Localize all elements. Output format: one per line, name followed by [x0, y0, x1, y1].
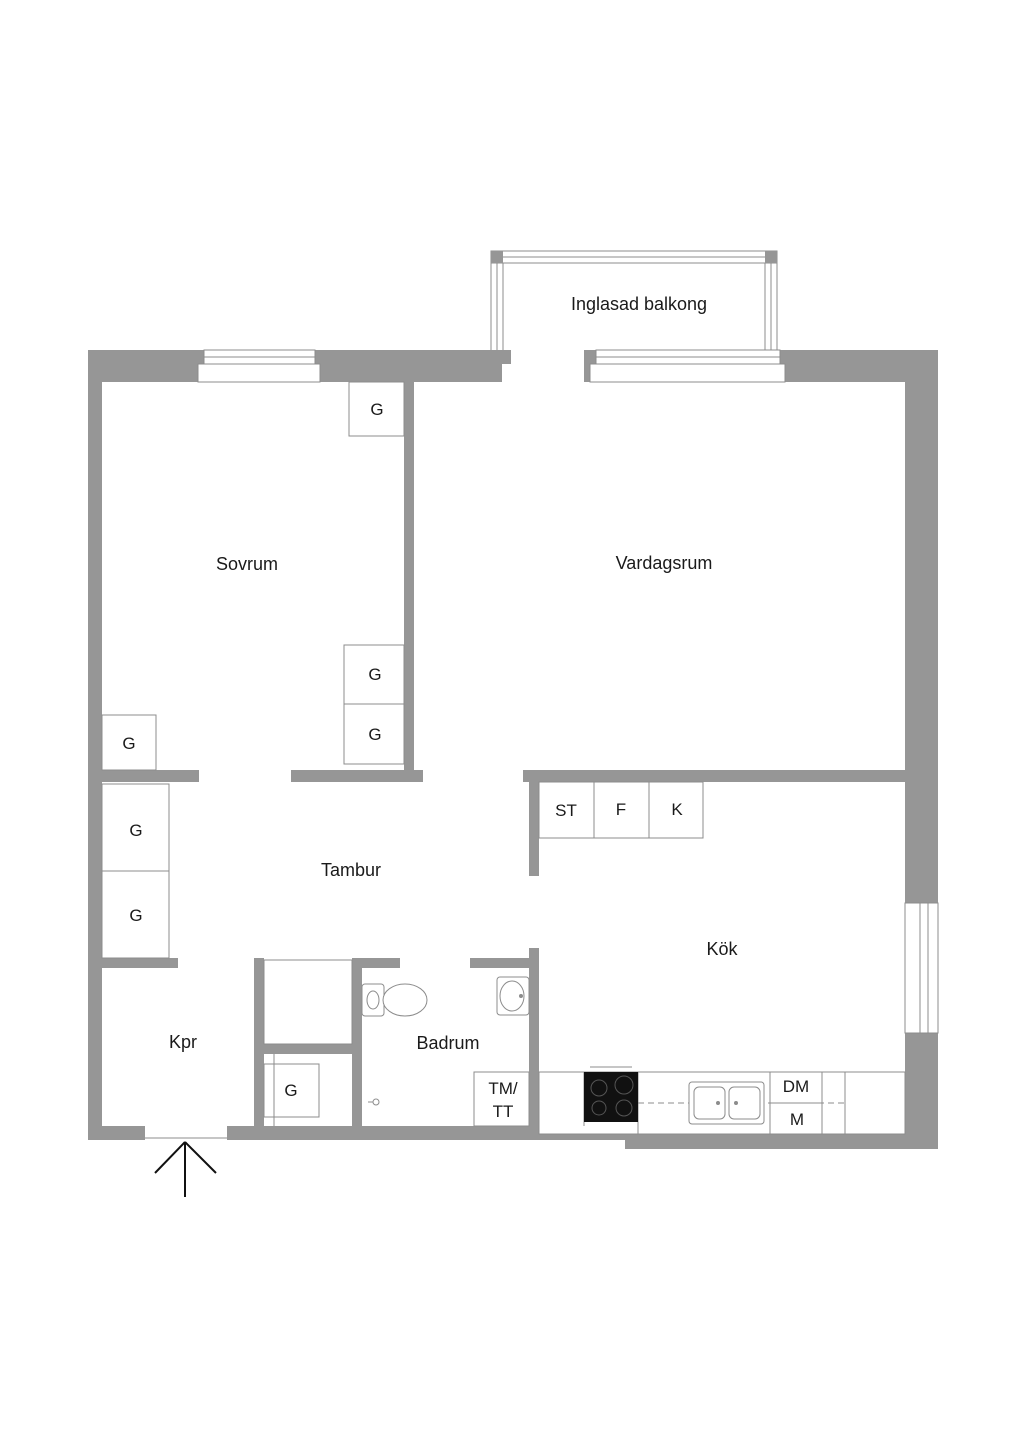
balcony-post-right — [765, 251, 777, 263]
wall-bath-kitchen — [529, 948, 539, 1126]
wall-top-1 — [88, 350, 204, 382]
wall-bottom-3 — [625, 1134, 938, 1149]
wall-bath-left — [352, 958, 362, 1126]
kitchen-counter: DM M — [538, 1066, 906, 1135]
hob — [584, 1072, 638, 1122]
wall-bedroom-bottom-right — [291, 770, 423, 782]
wardrobe-bedroom-mid-2 — [343, 703, 405, 765]
wall-left — [88, 350, 102, 1140]
wall-bottom-2 — [227, 1126, 625, 1140]
entry-arrow-icon — [154, 1141, 217, 1197]
wall-storage-top — [264, 1044, 362, 1054]
wall-bedroom-living — [404, 382, 414, 770]
wardrobe-label: G — [368, 725, 381, 744]
washer-label-line1: TM/ — [488, 1079, 518, 1098]
washer-label-line2: TT — [493, 1102, 514, 1121]
wardrobe-label: G — [129, 821, 142, 840]
wardrobe-label: G — [129, 906, 142, 925]
wardrobes: G G G G G G G — [101, 381, 405, 1126]
room-label-kitchen: Kök — [706, 939, 738, 959]
outer-walls — [88, 350, 938, 1149]
toilet-bowl — [382, 983, 428, 1017]
interior-walls — [102, 382, 905, 1126]
room-label-hall: Tambur — [321, 860, 381, 880]
balcony-post-left — [491, 251, 503, 263]
wardrobe-hall-2 — [101, 870, 170, 959]
freezer-label: F — [616, 800, 626, 819]
wardrobe-hall-1 — [101, 783, 170, 872]
freezer — [593, 781, 650, 839]
windows — [197, 349, 939, 1034]
wardrobe-storage — [263, 1063, 320, 1118]
wall-bedroom-bottom-left — [102, 770, 199, 782]
washer-dryer — [473, 1071, 530, 1127]
wall-top-2b — [320, 350, 502, 382]
wardrobe-bedroom-left — [101, 714, 157, 771]
wall-bath-top-left — [362, 958, 400, 968]
dishwasher-label: DM — [783, 1077, 809, 1096]
balcony — [490, 250, 778, 350]
room-label-living: Vardagsrum — [616, 553, 713, 573]
kitchen-tall-units: ST F K — [538, 781, 704, 839]
fridge-label: K — [671, 800, 683, 819]
room-label-bathroom: Badrum — [416, 1033, 479, 1053]
storage-box — [263, 959, 353, 1045]
room-labels: Inglasad balkong Sovrum Vardagsrum Tambu… — [169, 294, 739, 1053]
wardrobe-bedroom-top — [348, 381, 405, 437]
window-kitchen — [904, 902, 939, 1034]
wardrobe-label: G — [368, 665, 381, 684]
wall-living-kitchen — [523, 770, 905, 782]
fridge — [648, 781, 704, 839]
room-label-bedroom: Sovrum — [216, 554, 278, 574]
wardrobe-bedroom-mid-1 — [343, 644, 405, 705]
microwave-label: M — [790, 1110, 804, 1129]
wall-closet-top — [102, 958, 178, 968]
room-label-balcony: Inglasad balkong — [571, 294, 707, 314]
sink-drain-icon — [716, 1101, 720, 1105]
wall-closet-right — [254, 958, 264, 1126]
wardrobe-label: G — [284, 1081, 297, 1100]
sink-drain-icon — [734, 1101, 738, 1105]
wall-kitchen-upper-stub — [529, 782, 539, 876]
wall-right-lower — [905, 1033, 938, 1149]
wall-bath-top-right — [470, 958, 539, 968]
wall-right-upper — [905, 350, 938, 903]
room-label-closet: Kpr — [169, 1032, 197, 1052]
floor-drain-icon — [372, 1098, 380, 1106]
wall-bottom-1 — [88, 1126, 145, 1140]
wardrobe-label: G — [122, 734, 135, 753]
wardrobe-label: G — [370, 400, 383, 419]
bathroom-fixtures: TM/ TT — [361, 976, 530, 1127]
stove-cabinet — [538, 781, 595, 839]
stove-cabinet-label: ST — [555, 801, 577, 820]
faucet-icon — [519, 994, 523, 998]
